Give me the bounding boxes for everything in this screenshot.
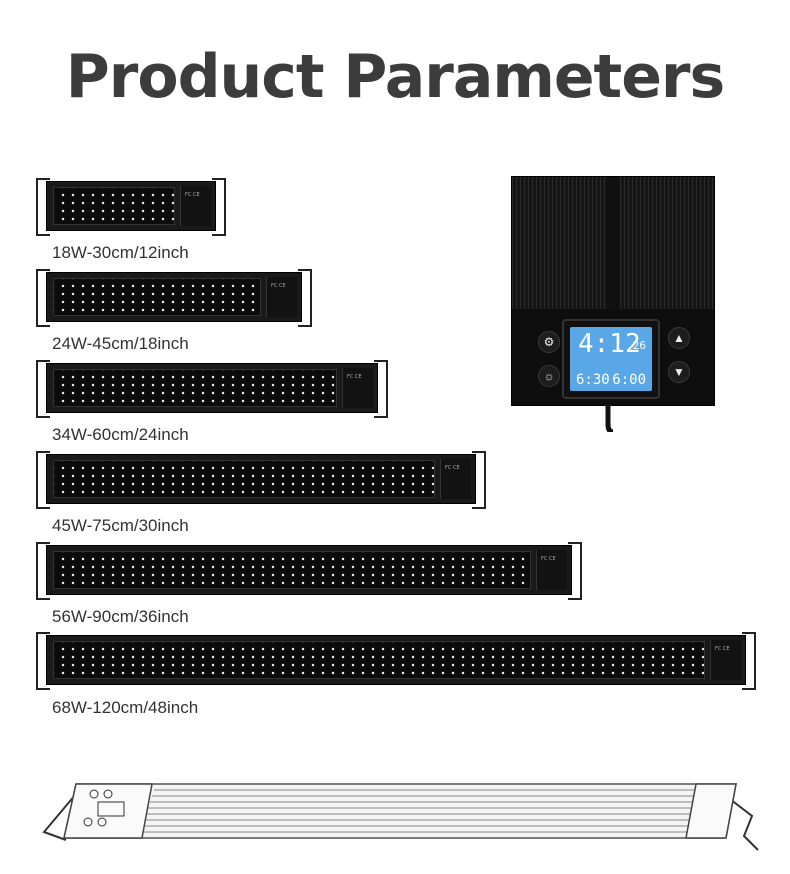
lcd-display: 4:12 26 6:30 6:00: [562, 319, 660, 399]
model-label: 68W-120cm/48inch: [52, 698, 199, 717]
model-label: 45W-75cm/30inch: [52, 516, 189, 535]
lcd-on-time: 6:30: [576, 372, 610, 388]
arrow-down-icon: ▼: [668, 361, 690, 383]
model-label: 56W-90cm/36inch: [52, 607, 189, 626]
model-label: 18W-30cm/12inch: [52, 243, 189, 262]
bulb-icon: ☼: [538, 365, 560, 387]
controller-face: ⚙ ☼ 4:12 26 6:30 6:00 ▲ ▼: [512, 309, 714, 405]
lamp-56w-image: FC CE: [36, 542, 582, 600]
lamp-24w-image: FC CE: [36, 269, 312, 327]
timer-controller-image: ⚙ ☼ 4:12 26 6:30 6:00 ▲ ▼: [511, 176, 715, 406]
lcd-off-time: 6:00: [612, 372, 646, 388]
model-label: 24W-45cm/18inch: [52, 334, 189, 353]
lamp-68w-image: FC CE: [36, 632, 756, 690]
heatsink-fins: [512, 177, 714, 309]
model-label: 34W-60cm/24inch: [52, 425, 189, 444]
lamp-34w-image: FC CE: [36, 360, 388, 418]
lamp-18w-image: FC CE: [36, 178, 226, 236]
gear-icon: ⚙: [538, 331, 560, 353]
page-title: Product Parameters: [65, 42, 725, 112]
lamp-45w-image: FC CE: [36, 451, 486, 509]
lcd-seconds: 26: [632, 339, 646, 352]
power-cord: [605, 404, 613, 432]
arrow-up-icon: ▲: [668, 327, 690, 349]
lcd-time: 4:12: [578, 329, 641, 359]
lamp-perspective-image: [42, 783, 759, 851]
